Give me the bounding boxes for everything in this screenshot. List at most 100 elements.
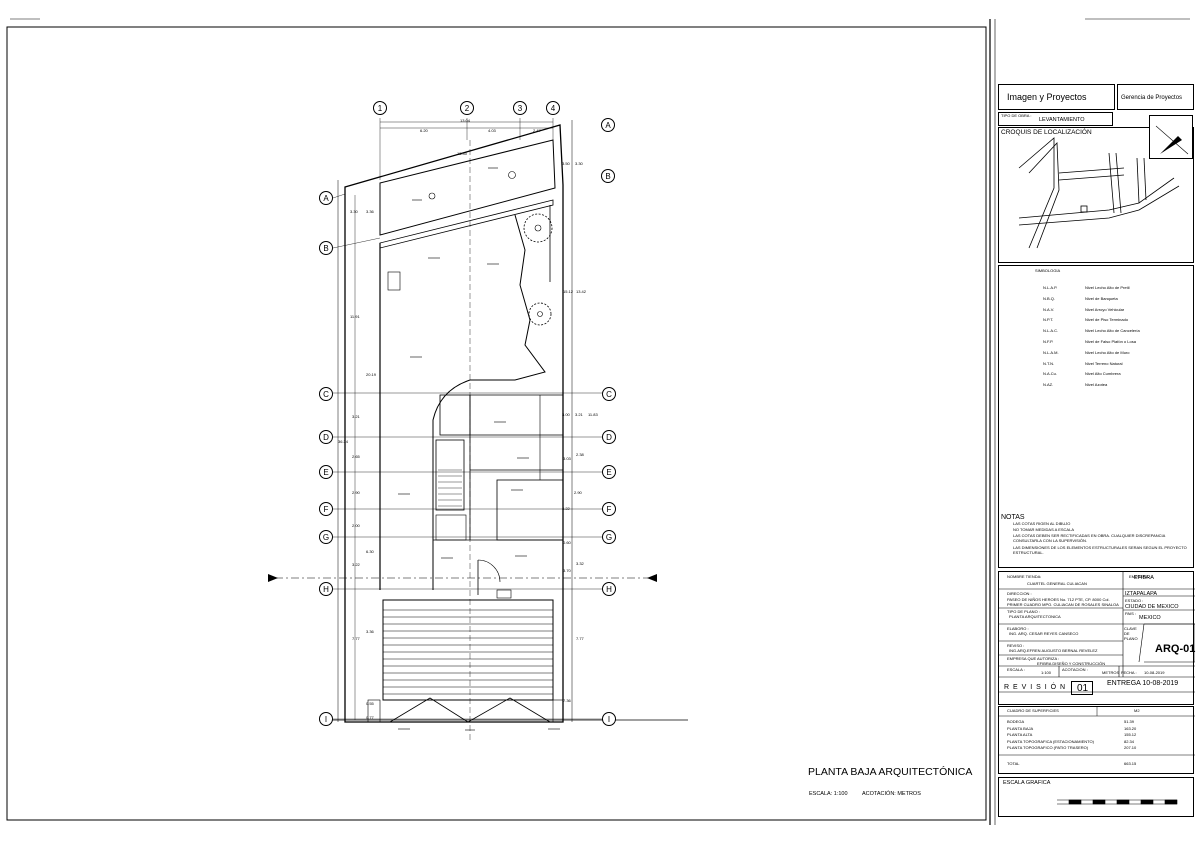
- dim-left-0: 3.30: [350, 209, 358, 214]
- axis-bubble-F-left: F: [319, 502, 333, 516]
- nota-item: LAS COTAS DEBEN SER RECTIFICADAS EN OBRA…: [1013, 533, 1166, 543]
- axis-bubble-C-left: C: [319, 387, 333, 401]
- revision-number: 01: [1077, 683, 1089, 694]
- obra-box: TIPO DE OBRA : LEVANTAMIENTO: [998, 112, 1113, 126]
- superficie-value: 155.12: [1124, 732, 1137, 738]
- simbologia-box: SIMBOLOGIA N.L.A.P.Nivel Lecho Alto de P…: [998, 265, 1194, 568]
- dim-top-diag: 13.30: [457, 151, 468, 156]
- dim-left-10: 3.22: [352, 562, 360, 567]
- symbol-code: N.T.N.: [1043, 360, 1055, 366]
- tipo-plano-value: PLANTA ARQUITECTONICA: [1009, 614, 1061, 619]
- axis-bubble-G-right: G: [602, 530, 616, 544]
- revision-number-box: 01: [1071, 681, 1093, 695]
- clave-value: ARQ-01: [1155, 643, 1196, 655]
- axis-bubble-B-left: B: [319, 241, 333, 255]
- dim-top-c: 2.47: [533, 128, 541, 133]
- symbol-desc: Nivel Lecho Alto de Muro: [1085, 349, 1130, 355]
- superficie-name: PLANTA TOPOGRAFICO (PATIO TRASERO): [1007, 745, 1089, 751]
- obra-label: TIPO DE OBRA :: [1001, 113, 1032, 118]
- axis-bubble-1: 1: [373, 101, 387, 115]
- superficies-unit: M2: [1134, 708, 1140, 713]
- dim-left-11: 7.77: [352, 636, 360, 641]
- symbol-code: N.P.T.: [1043, 317, 1054, 323]
- dim-left-14: 0.77: [366, 715, 374, 720]
- symbol-desc: Nivel Arroyo Vehicular: [1085, 306, 1125, 312]
- dim-right-0: 3.50: [562, 161, 570, 166]
- north-arrow: [1149, 115, 1193, 159]
- escala-grafica-label: ESCALA GRAFICA: [1003, 780, 1051, 786]
- escala-value: 1:100: [1041, 670, 1052, 675]
- empresa-label: EMPRESA :: [1129, 574, 1151, 579]
- axis-bubble-A-right: A: [601, 118, 615, 132]
- revision-label: R E V I S I Ó N: [1004, 684, 1067, 691]
- axis-bubble-I-left: I: [319, 712, 333, 726]
- dim-right-5: 3.21: [575, 412, 583, 417]
- dim-right-11: 0.60: [563, 540, 571, 545]
- department-box: Gerencia de Proyectos: [1117, 84, 1194, 110]
- dim-right-15: 7.36: [563, 698, 571, 703]
- superficie-name: BODEGA: [1007, 719, 1025, 724]
- drawing-units: ACOTACIÓN: METROS: [862, 791, 921, 797]
- dim-right-13: 3.32: [576, 561, 584, 566]
- simbologia-title: SIMBOLOGIA: [1035, 268, 1061, 273]
- nota-item: LAS DIMENSIONES DE LOS ELEMENTOS ESTRUCT…: [1013, 545, 1187, 555]
- dim-right-3: 13.42: [576, 289, 587, 294]
- superficie-value: 163.20: [1124, 725, 1137, 731]
- pais-label: PAIS :: [1125, 611, 1137, 616]
- dim-left-6: 2.65: [352, 454, 360, 459]
- company-name: Imagen y Proyectos: [1007, 92, 1087, 102]
- axis-bubble-D-left: D: [319, 430, 333, 444]
- axis-bubble-H-right: H: [602, 582, 616, 596]
- symbol-code: N.A.Cu.: [1043, 371, 1058, 377]
- dim-left-12: 3.36: [366, 629, 374, 634]
- info-block: NOMBRE TIENDA: CUARTEL GENERAL CULIACAN …: [998, 571, 1196, 705]
- superficie-value: 207.10: [1124, 745, 1137, 751]
- dim-left-1: 3.36: [366, 209, 374, 214]
- dim-left-9: 6.30: [366, 549, 374, 554]
- reviso-value: ING.ARQ.EFREN AUGUSTO BERNAL REVELEZ: [1009, 648, 1098, 653]
- drawing-title: PLANTA BAJA ARQUITECTÓNICA: [808, 766, 973, 778]
- axis-bubble-E-left: E: [319, 465, 333, 479]
- axis-bubble-F-right: F: [602, 502, 616, 516]
- fecha-value: 10-08-2019: [1144, 670, 1165, 675]
- dim-top-total: 13.04: [460, 118, 471, 123]
- nombre-value: CUARTEL GENERAL CULIACAN: [1027, 581, 1087, 586]
- fecha-label: FECHA :: [1121, 670, 1137, 675]
- scale-bar: [1057, 799, 1178, 805]
- symbol-code: N.AZ.: [1043, 382, 1054, 388]
- dim-left-3: 20.19: [366, 372, 377, 377]
- croquis-label: CROQUIS DE LOCALIZACIÓN: [1001, 129, 1092, 136]
- axis-bubble-3: 3: [513, 101, 527, 115]
- dim-right-12: 3.70: [563, 568, 571, 573]
- nombre-label: NOMBRE TIENDA:: [1007, 574, 1042, 579]
- symbol-code: N.A.V.: [1043, 306, 1055, 312]
- dim-right-1: 3.30: [575, 161, 583, 166]
- clave-label: CLAVE DE PLANO: [1124, 626, 1138, 641]
- dim-right-6: 11.83: [588, 412, 598, 417]
- tipo-plano-label: TIPO DE PLANO :: [1007, 609, 1040, 614]
- superficie-value: 82.34: [1124, 738, 1135, 744]
- axis-bubble-I-right: I: [602, 712, 616, 726]
- location-map: [1018, 137, 1180, 249]
- municipio-value: IZTAPALAPA: [1125, 591, 1158, 597]
- superficie-name: PLANTA TOPOGRAFICA (ESTACIONAMIENTO): [1007, 738, 1094, 744]
- acotacion-label: ACOTACION :: [1062, 667, 1088, 672]
- dim-left-5: 36.34: [338, 439, 349, 444]
- dim-top-b: 4.03: [488, 128, 496, 133]
- axis-bubble-H-left: H: [319, 582, 333, 596]
- nota-item: NO TOMAR MEDIDAS A ESCALA: [1013, 527, 1074, 532]
- entrega-text: ENTREGA 10-08-2019: [1107, 680, 1179, 687]
- symbol-desc: Nivel Alto Cumbrera: [1085, 371, 1121, 377]
- grid-axes-vertical: [379, 118, 554, 180]
- symbol-desc: Nivel Lecho Alto de Pretil: [1085, 285, 1130, 290]
- symbol-desc: Nivel de Piso Terminado: [1085, 317, 1129, 323]
- dim-right-10: 4.22: [562, 506, 570, 511]
- symbol-code: N.L.A.C.: [1043, 328, 1059, 334]
- dim-left-7: 2.90: [352, 490, 360, 495]
- empresa-autoriza-label: EMPRESA QUE AUTORIZA :: [1007, 656, 1060, 661]
- symbol-code: N.B.Q.: [1043, 295, 1056, 301]
- dim-right-7: 3.03: [563, 456, 571, 461]
- drawing-frame: [6, 26, 987, 821]
- company-box: Imagen y Proyectos: [998, 84, 1115, 110]
